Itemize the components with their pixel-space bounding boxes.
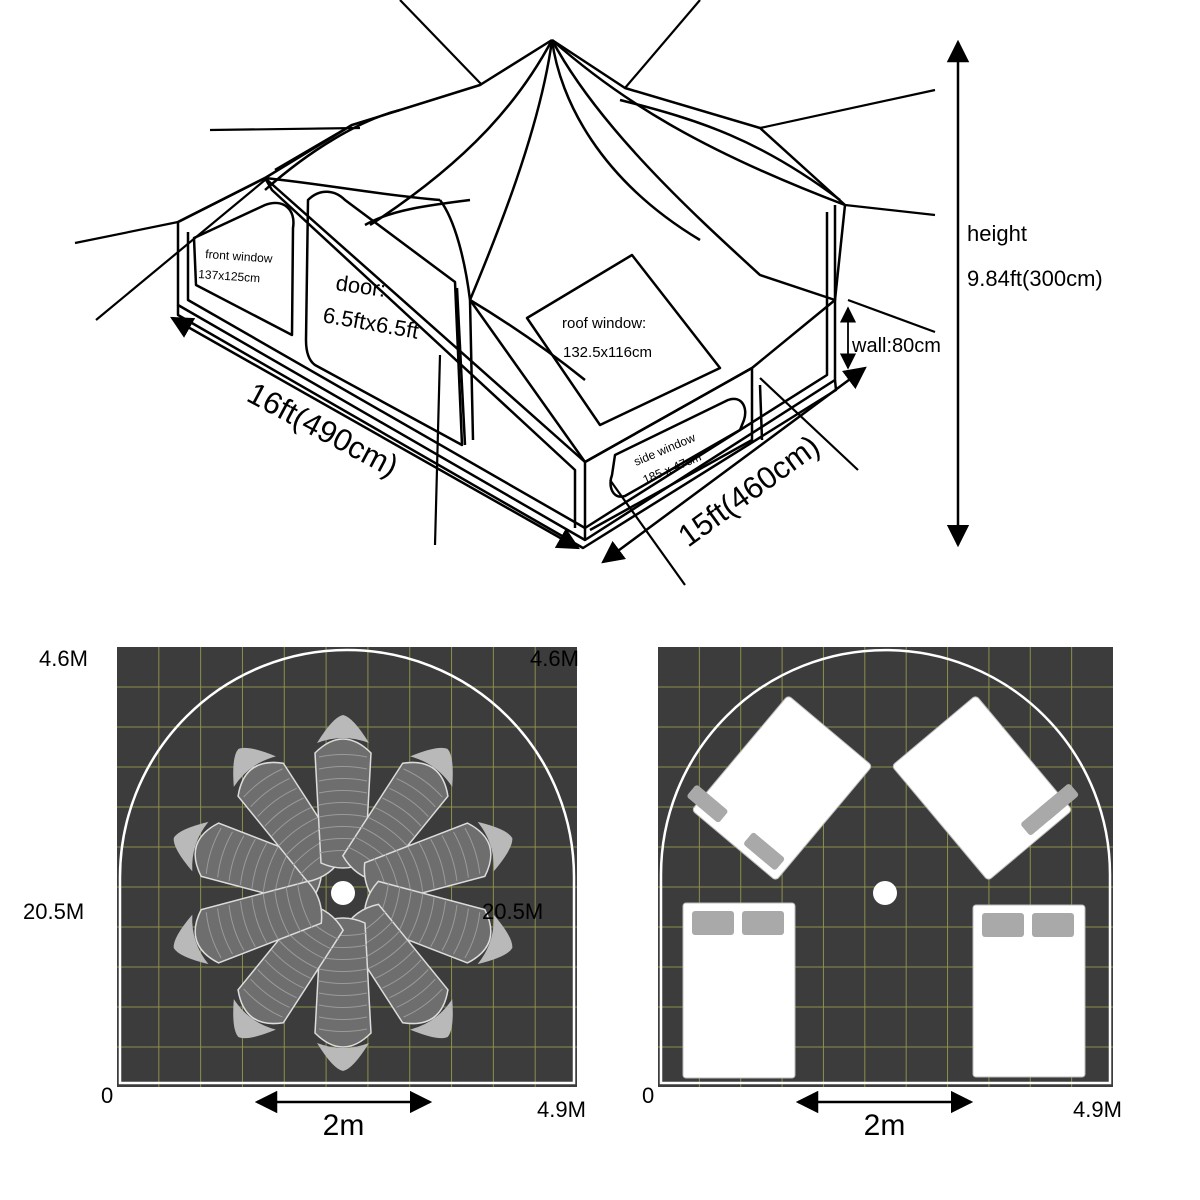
sleeping-bag: [173, 880, 323, 965]
bed: [687, 696, 872, 880]
front-window: front window 137x125cm: [192, 201, 295, 337]
origin-label: 0: [642, 1083, 654, 1108]
height-label: height: [967, 221, 1027, 246]
width-label: 15ft(460cm): [672, 428, 826, 554]
floorplan-beds: 4.6M 20.5M 0 4.9M 2m: [482, 646, 1122, 1142]
door-name: door:: [334, 270, 387, 302]
center-pole: [331, 881, 355, 905]
side-dimension-label: 20.5M: [23, 899, 84, 924]
side-dimension-label: 20.5M: [482, 899, 543, 924]
origin-label: 0: [101, 1083, 113, 1108]
center-pole: [873, 881, 897, 905]
scale-label: 2m: [864, 1109, 906, 1142]
floorplan-sleeping-bags: 4.6M 20.5M 0 4.9M 2m: [23, 646, 586, 1142]
front-window-name: front window: [205, 247, 274, 266]
guy-ropes: [74, 0, 936, 586]
dimension-arrows: [170, 39, 970, 564]
scale-label: 2m: [323, 1109, 365, 1142]
length-label: 16ft(490cm): [242, 375, 404, 484]
roof-window-name: roof window:: [562, 315, 646, 332]
bed: [972, 904, 1086, 1078]
top-dimension-label: 4.6M: [530, 646, 579, 671]
width-dimension-label: 4.9M: [1073, 1097, 1122, 1122]
top-dimension-label: 4.6M: [39, 646, 88, 671]
tent-outline: [118, 648, 576, 1085]
bed: [892, 696, 1079, 880]
sleeping-bag: [341, 903, 453, 1039]
floor-plans: 4.6M 20.5M 0 4.9M 2m 4.6M 20.5M 0 4.9M 2m: [23, 646, 1122, 1142]
roof-window: roof window: 132.5x116cm: [525, 253, 722, 427]
width-dimension-label: 4.9M: [537, 1097, 586, 1122]
bed: [682, 902, 796, 1079]
wall-height-label: wall:80cm: [851, 335, 941, 357]
roof-window-size: 132.5x116cm: [563, 344, 652, 361]
front-window-size: 137x125cm: [198, 267, 261, 285]
door-size: 6.5ftx6.5ft: [321, 302, 420, 343]
sleeping-bag: [341, 747, 453, 883]
height-value: 9.84ft(300cm): [967, 266, 1103, 291]
sleeping-bag: [233, 747, 345, 883]
sleeping-bag: [233, 903, 345, 1039]
sleeping-bag: [173, 821, 323, 906]
tent-illustration: front window 137x125cm door: 6.5ftx6.5ft: [74, 0, 1103, 586]
sleeping-bag: [363, 821, 513, 906]
sleeping-bag: [363, 880, 513, 965]
front-wall: [177, 176, 587, 540]
tent-outline: [659, 648, 1112, 1085]
